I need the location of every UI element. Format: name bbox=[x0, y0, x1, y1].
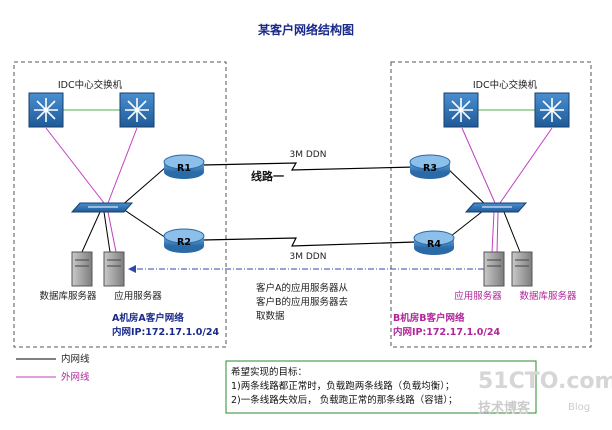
router-r4: R4 bbox=[413, 230, 455, 255]
site-a-access-switch bbox=[70, 202, 134, 213]
site-b-db-server bbox=[511, 251, 533, 287]
router-r1: R1 bbox=[163, 154, 205, 179]
diagram-title: 某客户网络结构图 bbox=[258, 22, 354, 37]
router-r2-label: R2 bbox=[177, 237, 191, 248]
site-a-core-switch-2 bbox=[119, 92, 155, 128]
switch-arrows-icon bbox=[449, 98, 473, 122]
site-a-core-label: IDC中心交换机 bbox=[58, 79, 123, 91]
site-b-access-switch bbox=[464, 202, 528, 213]
site-b-core-label: IDC中心交换机 bbox=[473, 79, 538, 91]
legend-inner-label: 内网线 bbox=[61, 353, 90, 365]
site-a-links bbox=[45, 109, 167, 253]
goals-heading: 希望实现的目标： bbox=[231, 366, 307, 378]
ddn-link-bottom bbox=[202, 237, 416, 247]
router-r1-label: R1 bbox=[177, 163, 191, 174]
goals-item-2: 2)一条线路失效后， 负载跑正常的那条线路（容错）； bbox=[231, 394, 458, 406]
site-a-db-server-label: 数据库服务器 bbox=[39, 290, 97, 302]
legend-outer-label: 外网线 bbox=[61, 371, 90, 383]
switch-arrows-icon bbox=[540, 98, 564, 122]
site-b-app-server-label: 应用服务器 bbox=[454, 290, 502, 302]
legend: 内网线 外网线 bbox=[16, 353, 90, 383]
switch-arrows-icon bbox=[125, 98, 149, 122]
goals-item-1: 1)两条线路都正常时，负载跑两条线路（负载均衡）； bbox=[231, 380, 455, 392]
site-a-app-server bbox=[103, 251, 125, 287]
ddn-link-top bbox=[202, 162, 416, 171]
access-note-line2: 客户B的应用服务器去 bbox=[256, 296, 349, 308]
site-a-room-label: A机房A客户网络 bbox=[112, 312, 184, 324]
site-b-app-server bbox=[483, 251, 505, 287]
access-note-line3: 取数据 bbox=[256, 310, 285, 322]
switch-arrows-icon bbox=[34, 98, 58, 122]
site-b-links bbox=[445, 109, 553, 253]
site-b-room-label: B机房B客户网络 bbox=[393, 312, 465, 324]
site-b-core-switch-2 bbox=[534, 92, 570, 128]
router-r3: R3 bbox=[409, 154, 451, 179]
site-a-app-server-label: 应用服务器 bbox=[114, 290, 162, 302]
ddn-bottom-label: 3M DDN bbox=[290, 252, 327, 262]
access-note-line1: 客户A的应用服务器从 bbox=[256, 282, 348, 294]
router-r4-label: R4 bbox=[427, 239, 441, 250]
router-r3-label: R3 bbox=[423, 163, 437, 174]
site-a-ip-label: 内网IP:172.17.1.0/24 bbox=[112, 326, 219, 338]
ddn-top-label: 3M DDN bbox=[290, 150, 327, 160]
site-b-core-switch-1 bbox=[443, 92, 479, 128]
site-a-core-switch-1 bbox=[28, 92, 64, 128]
site-a-boundary bbox=[13, 61, 227, 348]
site-b-boundary bbox=[390, 61, 592, 348]
site-b-ip-label: 内网IP:172.17.1.0/24 bbox=[393, 326, 500, 338]
watermark-blog-en: Blog bbox=[568, 402, 590, 413]
watermark-site: 51CTO.com bbox=[478, 369, 612, 394]
watermark-blog-cn: 技术博客 bbox=[478, 400, 531, 416]
router-r2: R2 bbox=[163, 228, 205, 253]
line-one-label: 线路一 bbox=[251, 169, 284, 183]
site-a-db-server bbox=[71, 251, 93, 287]
watermark: 51CTO.com 技术博客 Blog bbox=[478, 369, 612, 416]
goals-box: 希望实现的目标： 1)两条线路都正常时，负载跑两条线路（负载均衡）； 2)一条线… bbox=[225, 360, 537, 414]
site-b-db-server-label: 数据库服务器 bbox=[519, 290, 577, 302]
